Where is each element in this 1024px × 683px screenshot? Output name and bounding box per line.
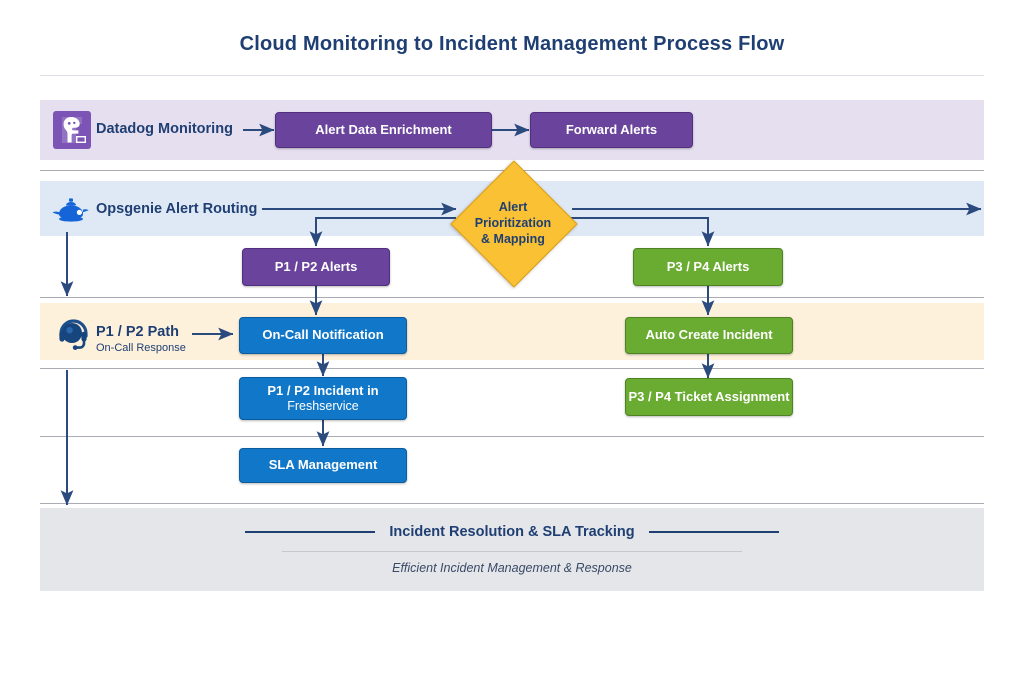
connector-diamond-to-p3p4 xyxy=(570,217,715,247)
headset-icon xyxy=(56,316,92,357)
node-label: Alert Prioritization & Mapping xyxy=(474,200,552,246)
node-p1-p2-alerts[interactable]: P1 / P2 Alerts xyxy=(242,248,390,286)
lane-band-footer xyxy=(40,508,984,591)
node-label: Forward Alerts xyxy=(565,121,658,137)
node-label: P1 / P2 Incident in xyxy=(267,382,379,398)
node-alert-prioritization[interactable]: Alert Prioritization & Mapping xyxy=(450,160,578,288)
footer-divider xyxy=(282,551,742,552)
footer-title-row: Incident Resolution & SLA Tracking xyxy=(40,524,984,540)
lane-label-routing: Opsgenie Alert Routing xyxy=(96,201,258,217)
node-label: SLA Management xyxy=(268,457,378,473)
lane-band-oncall xyxy=(40,303,984,360)
lane-label-oncall: P1 / P2 Path xyxy=(96,324,180,340)
node-label: P3 / P4 Alerts xyxy=(666,258,750,274)
lane-label-monitoring: Datadog Monitoring xyxy=(96,121,233,137)
lane-separator-5 xyxy=(40,503,984,504)
node-p3-p4-ticket-assignment[interactable]: P3 / P4 Ticket Assignment xyxy=(625,378,793,416)
footer-rule-right xyxy=(648,530,779,534)
lane-sublabel-oncall: On-Call Response xyxy=(96,342,186,354)
opsgenie-lamp-icon xyxy=(52,194,90,229)
title-divider xyxy=(40,75,984,76)
footer-title: Incident Resolution & SLA Tracking xyxy=(389,524,635,540)
node-label: Alert Data Enrichment xyxy=(315,121,452,137)
node-sla-management[interactable]: SLA Management xyxy=(239,448,407,483)
footer-rule-left xyxy=(245,530,376,534)
node-sublabel: Freshservice xyxy=(287,398,359,413)
lane-separator-3 xyxy=(40,368,984,369)
node-p3-p4-alerts[interactable]: P3 / P4 Alerts xyxy=(633,248,783,286)
node-p1-p2-incident-freshservice[interactable]: P1 / P2 Incident in Freshservice xyxy=(239,377,407,420)
node-on-call-notification[interactable]: On-Call Notification xyxy=(239,317,407,354)
node-alert-data-enrichment[interactable]: Alert Data Enrichment xyxy=(275,112,492,148)
node-auto-create-incident[interactable]: Auto Create Incident xyxy=(625,317,793,354)
diamond-label: Alert Prioritization & Mapping xyxy=(453,163,573,283)
node-label: Auto Create Incident xyxy=(645,327,773,343)
node-forward-alerts[interactable]: Forward Alerts xyxy=(530,112,693,148)
node-label: On-Call Notification xyxy=(262,327,384,343)
node-label: P3 / P4 Ticket Assignment xyxy=(628,388,790,404)
footer-subtitle: Efficient Incident Management & Response xyxy=(392,561,632,575)
lane-separator-4 xyxy=(40,436,984,437)
lane-separator-2 xyxy=(40,297,984,298)
datadog-logo-icon xyxy=(52,110,92,155)
node-label: P1 / P2 Alerts xyxy=(274,258,358,274)
page-title: Cloud Monitoring to Incident Management … xyxy=(239,33,785,55)
connector-diamond-to-p1p2 xyxy=(309,217,456,247)
